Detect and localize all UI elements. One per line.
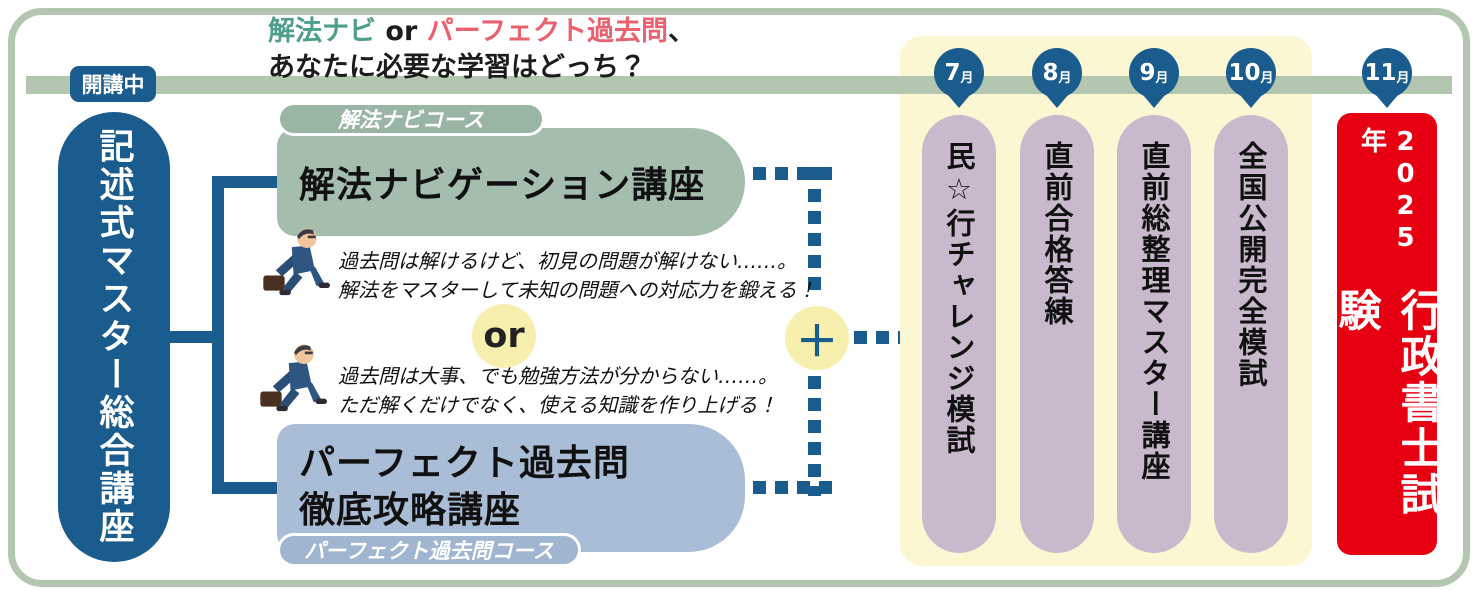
- schedule-pill-october: 全国公開完全模試: [1214, 115, 1288, 553]
- status-badge-label: 開講中: [81, 73, 145, 97]
- month-pin-suffix: 月: [1058, 71, 1072, 86]
- running-businessman-icon: [255, 340, 335, 432]
- schedule-pill-label: 直前総整理マスター講座: [1137, 141, 1171, 482]
- schedule-pill-september: 直前総整理マスター講座: [1117, 115, 1191, 553]
- main-course-pill: 記述式マスター総合講座: [58, 112, 170, 562]
- schedule-pill-label: 全国公開完全模試: [1234, 141, 1268, 389]
- month-pin-number: 8: [1042, 60, 1059, 86]
- month-pin-number: 10: [1228, 60, 1261, 86]
- schedule-pill-august: 直前合格答練: [1020, 115, 1094, 553]
- exam-pill-text: 2025年 行政書士試験: [1331, 127, 1443, 555]
- perfect-course-description: 過去問は大事、でも勉強方法が分からない……。 ただ解くだけでなく、使える知識を作…: [338, 362, 778, 420]
- status-badge: 開講中: [70, 66, 156, 102]
- dotted-connector-top-vertical: [808, 167, 821, 299]
- month-pin-number: 11: [1364, 60, 1397, 86]
- perfect-desc-line1: 過去問は大事、でも勉強方法が分からない……。: [338, 364, 778, 388]
- title-or-segment: or: [376, 16, 427, 47]
- navi-course-tab-label: 解法ナビコース: [338, 108, 484, 132]
- main-course-label: 記述式マスター総合講座: [93, 128, 134, 546]
- perfect-course-title-line1: パーフェクト過去問: [299, 443, 630, 485]
- timeline-band: [26, 76, 1452, 94]
- exam-title: 行政書士試験: [1331, 287, 1443, 518]
- perfect-course-tab-label: パーフェクト過去問コース: [304, 539, 554, 563]
- plus-connector: ＋: [785, 306, 849, 370]
- month-pin-suffix: 月: [1155, 71, 1169, 86]
- or-label: or: [483, 316, 525, 356]
- schedule-pill-label: 直前合格答練: [1040, 141, 1074, 327]
- title-pink-segment: パーフェクト過去問: [426, 16, 669, 47]
- navi-course-title: 解法ナビゲーション講座: [299, 165, 706, 206]
- perfect-course-pill: パーフェクト過去問 徹底攻略講座: [277, 424, 745, 552]
- dotted-connector-bottom-horizontal: [753, 481, 833, 494]
- navi-desc-line1: 過去問は解けるけど、初見の問題が解けない……。: [338, 249, 797, 273]
- page-title-line2: あなたに必要な学習はどっち？: [268, 52, 646, 84]
- bracket-connector-vertical: [212, 176, 224, 494]
- navi-course-pill: 解法ナビゲーション講座: [277, 128, 745, 236]
- month-pin-suffix: 月: [960, 71, 974, 86]
- exam-pill: 2025年 行政書士試験: [1331, 113, 1443, 555]
- title-comma-segment: 、: [668, 16, 696, 47]
- page-title-line1: 解法ナビ or パーフェクト過去問、: [268, 14, 695, 50]
- month-pin-number: 7: [944, 60, 961, 86]
- navi-course-description: 過去問は解けるけど、初見の問題が解けない……。 解法をマスターして未知の問題への…: [338, 247, 817, 305]
- or-connector: or: [472, 304, 536, 368]
- perfect-course-tab: パーフェクト過去問コース: [277, 533, 581, 567]
- dotted-connector-to-schedule: [854, 331, 900, 344]
- schedule-pill-july: 民☆行チャレンジ模試: [922, 115, 996, 553]
- bracket-connector-mid: [166, 331, 224, 343]
- dotted-connector-top-horizontal: [753, 167, 833, 180]
- navi-desc-line2: 解法をマスターして未知の問題への対応力を鍛える！: [338, 278, 817, 302]
- dotted-connector-bottom-vertical: [808, 376, 821, 496]
- bracket-connector-bottom: [212, 482, 292, 494]
- perfect-course-title-line2: 徹底攻略講座: [299, 490, 522, 531]
- bracket-connector-top: [212, 176, 292, 188]
- month-pin-suffix: 月: [1260, 71, 1274, 86]
- page-title: 解法ナビ or パーフェクト過去問、 あなたに必要な学習はどっち？: [268, 14, 695, 87]
- month-pin-number: 9: [1139, 60, 1156, 86]
- plus-label: ＋: [795, 316, 838, 366]
- schedule-pill-label: 民☆行チャレンジ模試: [942, 141, 976, 456]
- perfect-desc-line2: ただ解くだけでなく、使える知識を作り上げる！: [338, 393, 778, 417]
- title-green-segment: 解法ナビ: [268, 16, 376, 47]
- month-pin-suffix: 月: [1396, 71, 1410, 86]
- navi-course-tab: 解法ナビコース: [277, 102, 545, 136]
- running-businessman-icon: [258, 224, 338, 316]
- exam-year: 2025年: [1356, 127, 1421, 255]
